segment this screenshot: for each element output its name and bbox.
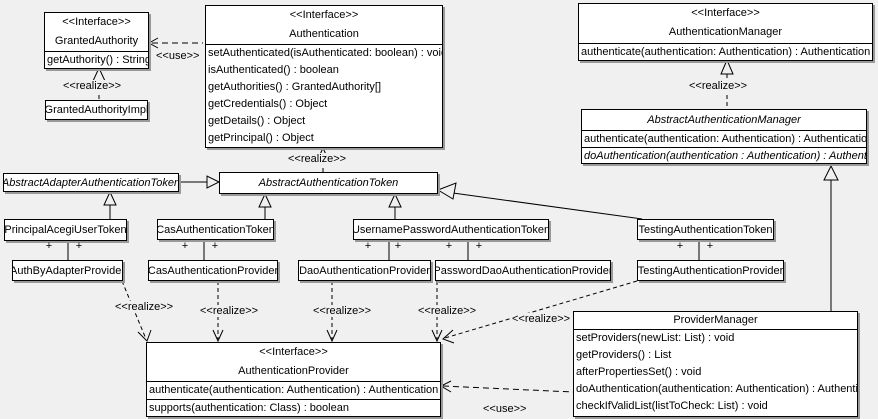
- method: getProviders() : List: [576, 349, 672, 361]
- method: getPrincipal() : Object: [208, 132, 314, 144]
- method: getAuthorities() : GrantedAuthority[]: [208, 81, 382, 93]
- plus-label: +: [75, 240, 83, 252]
- class-auth-by-adapter-provider: AuthByAdapterProvider: [12, 260, 123, 281]
- stereotype: <<Interface>>: [691, 7, 760, 19]
- method: setProviders(newList: List) : void: [576, 332, 735, 344]
- realize-label: <<realize>>: [511, 313, 572, 325]
- class-name: PrincipalAcegiUserToken: [4, 224, 127, 236]
- method: isAuthenticated() : boolean: [208, 64, 339, 76]
- class-name: GrantedAuthorityImpl: [45, 104, 148, 116]
- method: getDetails() : Object: [208, 115, 306, 127]
- method: authenticate(authentication: Authenticat…: [149, 384, 439, 396]
- class-name: TestingAuthenticationProvider: [637, 264, 784, 277]
- class-name: AuthByAdapterProvider: [12, 264, 123, 277]
- plus-label: +: [676, 240, 684, 252]
- class-name: UsernamePasswordAuthenticationToken: [353, 223, 549, 236]
- class-name: AbstractAuthenticationToken: [258, 177, 399, 189]
- class-provider-manager: ProviderManager setProviders(newList: Li…: [573, 311, 858, 417]
- class-abstract-authentication-manager: AbstractAuthenticationManager authentica…: [581, 109, 867, 164]
- class-name: ProviderManager: [673, 314, 758, 326]
- class-authentication-provider: <<Interface>> AuthenticationProvider aut…: [146, 342, 441, 417]
- stereotype: <<Interface>>: [62, 16, 131, 28]
- method: afterPropertiesSet() : void: [576, 366, 702, 378]
- use-label: <<use>>: [155, 50, 201, 62]
- class-principal-acegi-user-token: PrincipalAcegiUserToken: [4, 219, 127, 241]
- plus-label: +: [181, 240, 189, 252]
- class-testing-authentication-provider: TestingAuthenticationProvider: [637, 260, 784, 281]
- plus-label: +: [45, 240, 53, 252]
- method: authenticate(authentication: Authenticat…: [581, 46, 871, 58]
- method: doAuthentication(authentication: Authent…: [576, 383, 857, 395]
- class-name: Authentication: [289, 28, 359, 40]
- realize-label: <<realize>>: [312, 305, 373, 317]
- method: getAuthority() : String: [47, 54, 148, 66]
- class-authentication: <<Interface>> Authentication setAuthenti…: [205, 5, 443, 148]
- class-abstract-authentication-token: AbstractAuthenticationToken: [219, 172, 438, 194]
- class-dao-authentication-provider: DaoAuthenticationProvider: [298, 260, 431, 281]
- plus-label: +: [706, 240, 714, 252]
- class-granted-authority-impl: GrantedAuthorityImpl: [45, 100, 148, 120]
- realize-label: <<realize>>: [688, 80, 749, 92]
- stereotype: <<Interface>>: [259, 346, 328, 358]
- plus-label: +: [475, 240, 483, 252]
- realize-label: <<realize>>: [62, 80, 123, 92]
- class-name: CasAuthenticationToken: [157, 223, 274, 236]
- method: getCredentials() : Object: [208, 98, 328, 110]
- plus-label: +: [364, 240, 372, 252]
- class-cas-authentication-token: CasAuthenticationToken: [157, 219, 274, 240]
- realize-label: <<realize>>: [417, 305, 478, 317]
- plus-label: +: [394, 240, 402, 252]
- plus-label: +: [445, 240, 453, 252]
- class-name: PasswordDaoAuthenticationProvider: [435, 264, 611, 277]
- class-testing-authentication-token: TestingAuthenticationToken: [637, 219, 774, 240]
- class-name: DaoAuthenticationProvider: [299, 264, 430, 277]
- realize-label: <<realize>>: [199, 305, 260, 317]
- class-username-password-authentication-token: UsernamePasswordAuthenticationToken: [353, 219, 549, 240]
- class-name: AbstractAdapterAuthenticationToken: [3, 176, 179, 189]
- class-name: GrantedAuthority: [54, 35, 139, 47]
- method: supports(authentication: Class) : boolea…: [147, 399, 440, 416]
- method: setAuthenticated(isAuthenticated: boolea…: [208, 47, 442, 59]
- plus-label: +: [211, 240, 219, 252]
- class-authentication-manager: <<Interface>> AuthenticationManager auth…: [578, 3, 873, 61]
- realize-label: <<realize>>: [287, 153, 348, 165]
- class-abstract-adapter-authentication-token: AbstractAdapterAuthenticationToken: [3, 173, 179, 192]
- class-name: CasAuthenticationProvider: [148, 264, 278, 277]
- method: authenticate(authentication: Authenticat…: [584, 133, 866, 145]
- method: checkIfValidList(listToCheck: List) : vo…: [576, 400, 768, 412]
- class-granted-authority: <<Interface>> GrantedAuthority getAuthor…: [44, 12, 149, 69]
- class-password-dao-authentication-provider: PasswordDaoAuthenticationProvider: [435, 260, 611, 281]
- class-name: AuthenticationProvider: [238, 365, 349, 377]
- class-name: AbstractAuthenticationManager: [647, 114, 801, 126]
- method: doAuthentication(authentication : Authen…: [582, 147, 866, 163]
- class-cas-authentication-provider: CasAuthenticationProvider: [148, 260, 278, 281]
- stereotype: <<Interface>>: [289, 9, 359, 21]
- class-name: AuthenticationManager: [668, 26, 783, 38]
- realize-label: <<realize>>: [114, 301, 175, 313]
- use-label: <<use>>: [482, 403, 528, 415]
- class-name: TestingAuthenticationToken: [638, 223, 773, 236]
